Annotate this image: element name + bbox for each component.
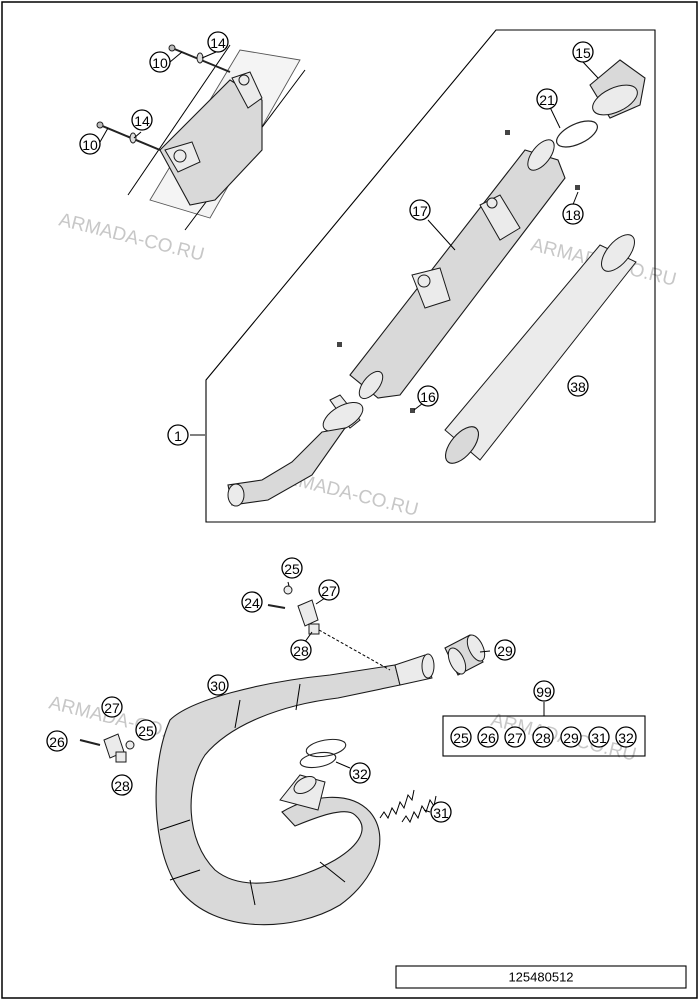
kit-item-27: 27: [504, 726, 526, 748]
svg-text:1: 1: [174, 428, 182, 444]
svg-text:15: 15: [575, 45, 591, 61]
callout-14b: 14: [131, 109, 153, 131]
svg-text:31: 31: [591, 730, 607, 746]
callout-21: 21: [536, 88, 558, 110]
svg-text:14: 14: [134, 113, 150, 129]
callout-17: 17: [409, 199, 431, 221]
callout-31: 31: [430, 801, 452, 823]
svg-text:18: 18: [565, 207, 581, 223]
kit-item-25: 25: [450, 726, 472, 748]
callout-32: 32: [349, 762, 371, 784]
callout-10b: 10: [79, 133, 101, 155]
callout-15: 15: [572, 41, 594, 63]
svg-text:27: 27: [104, 700, 120, 716]
drawing-code: 125480512: [508, 970, 573, 985]
callouts: 10 14 14 10 15 21 17 18 38 16 1 25 27 24…: [46, 31, 637, 823]
svg-text:10: 10: [82, 137, 98, 153]
kit-99-contents-box: [442, 715, 646, 757]
silencer-group-frame: [205, 29, 656, 523]
callout-38: 38: [567, 375, 589, 397]
callout-24: 24: [241, 591, 263, 613]
kit-item-32: 32: [615, 726, 637, 748]
svg-text:17: 17: [412, 203, 428, 219]
callout-99: 99: [533, 680, 555, 702]
callout-27b: 27: [101, 696, 123, 718]
svg-text:25: 25: [138, 723, 154, 739]
callout-1: 1: [167, 424, 189, 446]
header-pipe-assembly: [79, 581, 545, 926]
callout-28a: 28: [290, 639, 312, 661]
svg-text:32: 32: [352, 766, 368, 782]
callout-14a: 14: [207, 31, 229, 53]
svg-text:24: 24: [244, 595, 260, 611]
svg-text:28: 28: [535, 730, 551, 746]
svg-text:25: 25: [284, 561, 300, 577]
svg-text:26: 26: [49, 734, 65, 750]
kit-item-26: 26: [477, 726, 499, 748]
callout-28b: 28: [111, 774, 133, 796]
callout-30: 30: [207, 674, 229, 696]
callout-25b: 25: [135, 719, 157, 741]
svg-text:10: 10: [152, 55, 168, 71]
svg-text:32: 32: [618, 730, 634, 746]
svg-text:31: 31: [433, 805, 449, 821]
mounting-detail: [96, 44, 306, 231]
svg-text:14: 14: [210, 35, 226, 51]
svg-text:29: 29: [497, 643, 513, 659]
kit-item-29: 29: [560, 726, 582, 748]
svg-text:28: 28: [114, 778, 130, 794]
callout-27a: 27: [318, 579, 340, 601]
svg-text:27: 27: [507, 730, 523, 746]
svg-text:16: 16: [420, 389, 436, 405]
callout-18: 18: [562, 203, 584, 225]
callout-29: 29: [494, 639, 516, 661]
svg-text:21: 21: [539, 92, 555, 108]
silencer-assembly: [190, 59, 646, 507]
watermark: ARMADA-CO.RU: [57, 209, 207, 265]
svg-text:28: 28: [293, 643, 309, 659]
svg-text:30: 30: [210, 678, 226, 694]
callout-26: 26: [46, 730, 68, 752]
kit-item-31: 31: [588, 726, 610, 748]
svg-text:26: 26: [480, 730, 496, 746]
svg-text:25: 25: [453, 730, 469, 746]
svg-text:38: 38: [570, 379, 586, 395]
svg-text:27: 27: [321, 583, 337, 599]
svg-text:29: 29: [563, 730, 579, 746]
drawing-code-box: [395, 965, 687, 989]
kit-item-28: 28: [532, 726, 554, 748]
callout-25a: 25: [281, 557, 303, 579]
callout-10a: 10: [149, 51, 171, 73]
callout-16: 16: [417, 385, 439, 407]
svg-text:99: 99: [536, 684, 552, 700]
